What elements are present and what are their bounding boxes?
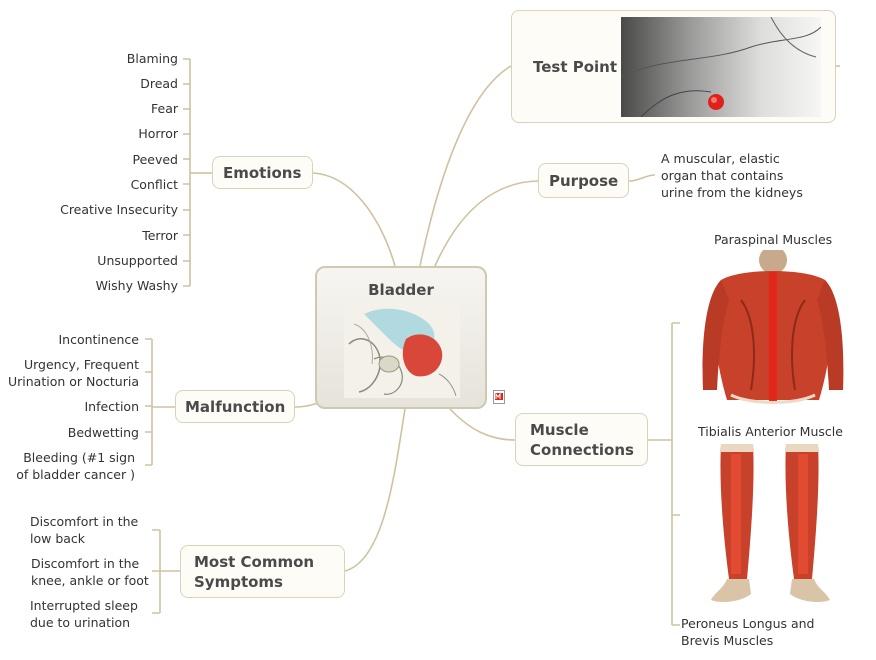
topic-test-point[interactable]: Test Point — [511, 10, 836, 123]
topic-malfunction-label: Malfunction — [185, 398, 286, 416]
leg-muscles-image — [681, 444, 856, 606]
emotion-item[interactable]: Fear — [151, 101, 178, 116]
symptom-item[interactable]: Discomfort in the knee, ankle or foot — [31, 556, 149, 588]
malfunction-item[interactable]: Incontinence — [58, 332, 139, 347]
emotion-item[interactable]: Blaming — [126, 51, 178, 66]
link-test-point — [419, 65, 512, 267]
emotion-item[interactable]: Dread — [140, 76, 178, 91]
malfunction-item[interactable]: Bedwetting — [67, 425, 139, 440]
topic-most-common-symptoms[interactable]: Most Common Symptoms — [180, 545, 345, 598]
emotion-item[interactable]: Horror — [138, 126, 178, 141]
topic-emotions[interactable]: Emotions — [212, 156, 313, 189]
topic-malfunction[interactable]: Malfunction — [175, 390, 295, 423]
purpose-description: A muscular, elastic organ that contains … — [661, 151, 803, 200]
topic-purpose-label: Purpose — [549, 172, 619, 190]
topic-test-point-label: Test Point — [533, 58, 618, 76]
malfunction-item[interactable]: Bleeding (#1 sign of bladder cancer ) — [16, 450, 135, 482]
link-muscles — [449, 408, 516, 441]
back-muscles-image — [681, 250, 863, 415]
symptom-item[interactable]: Interrupted sleep due to urination — [30, 598, 138, 630]
topic-symptoms-label: Most Common Symptoms — [194, 553, 315, 591]
central-topic-bladder[interactable]: Bladder — [315, 266, 487, 409]
malfunction-item[interactable]: Urgency, Frequent Urination or Nocturia — [8, 357, 139, 389]
bladder-anatomy-image — [344, 304, 460, 398]
symptom-item[interactable]: Discomfort in the low back — [30, 514, 139, 546]
note-icon[interactable] — [493, 389, 506, 404]
malfunction-item[interactable]: Infection — [84, 399, 139, 414]
muscle-item-paraspinal-label[interactable]: Paraspinal Muscles — [714, 232, 833, 247]
emotion-item[interactable]: Peeved — [132, 152, 179, 167]
emotion-item[interactable]: Terror — [142, 228, 178, 243]
link-symptoms — [344, 408, 406, 572]
muscle-item-peroneus-label[interactable]: Peroneus Longus and Brevis Muscles — [681, 616, 815, 648]
topic-purpose[interactable]: Purpose — [538, 163, 629, 198]
topic-muscle-connections[interactable]: Muscle Connections — [515, 413, 648, 466]
emotion-item[interactable]: Conflict — [130, 177, 178, 192]
emotion-item[interactable]: Creative Insecurity — [60, 202, 178, 217]
emotion-item[interactable]: Wishy Washy — [95, 278, 178, 293]
emotion-item[interactable]: Unsupported — [97, 253, 178, 268]
topic-muscle-connections-label: Muscle Connections — [530, 421, 634, 459]
link-emotions — [312, 172, 396, 267]
central-title: Bladder — [368, 281, 434, 299]
topic-emotions-label: Emotions — [223, 164, 302, 182]
link-purpose — [434, 180, 539, 267]
muscle-item-tibialis-label[interactable]: Tibialis Anterior Muscle — [698, 424, 843, 439]
test-point-image — [621, 17, 821, 117]
